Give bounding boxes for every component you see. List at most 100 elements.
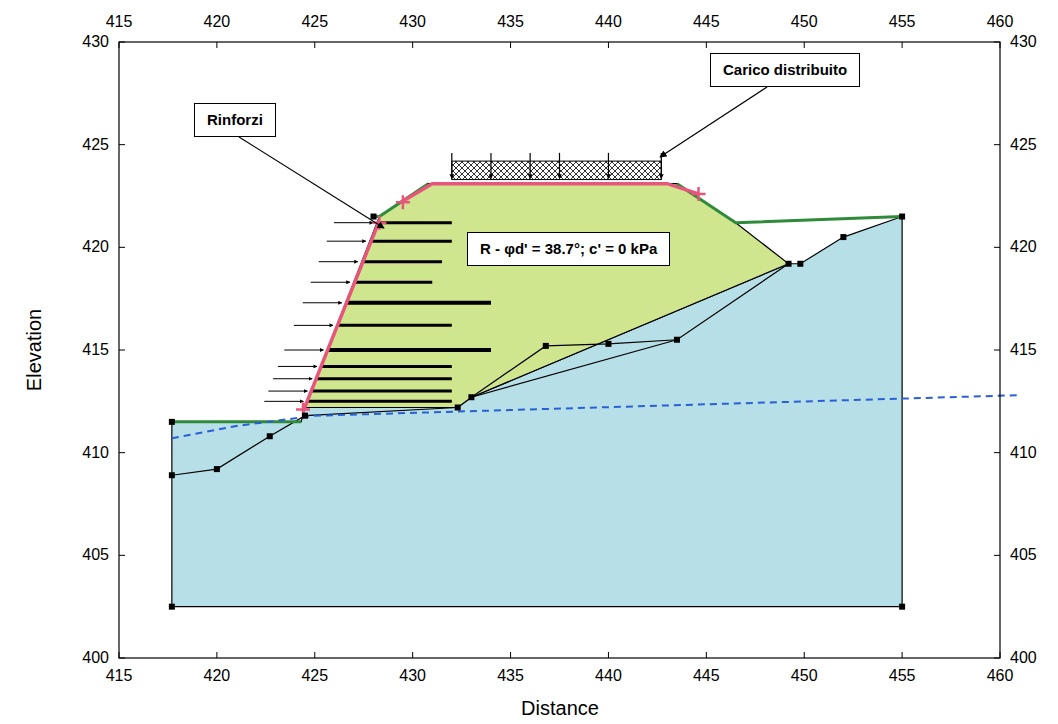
vertex-point [468, 394, 474, 400]
tick-label: 415 [106, 668, 133, 684]
tick [706, 42, 707, 658]
reinforcement [362, 260, 442, 263]
tick-label: 420 [1010, 239, 1037, 255]
face-force-arrow [303, 302, 342, 303]
vertex-point [169, 419, 175, 425]
material-boundary [471, 340, 677, 397]
vertex-point [840, 234, 846, 240]
tick-label: 445 [693, 668, 720, 684]
reinforcement [346, 301, 491, 305]
slip-surface [401, 184, 699, 202]
face-force-arrow [294, 325, 333, 326]
vertex-point [169, 472, 175, 478]
face-force-arrow [278, 366, 317, 367]
tick-label: 420 [82, 239, 109, 255]
face-force-arrow [268, 391, 307, 392]
tick-label: 400 [1010, 650, 1037, 666]
tick [119, 452, 1000, 453]
face-force-arrow [284, 350, 323, 351]
reinforcement [377, 221, 452, 224]
load-hatch [452, 161, 661, 179]
tick-label: 410 [82, 445, 109, 461]
water-table [172, 395, 1020, 438]
tick-label: 440 [595, 668, 622, 684]
tick-label: 460 [987, 668, 1014, 684]
tick [119, 658, 1000, 659]
slip-surface [303, 221, 379, 412]
tick [510, 42, 511, 658]
callout-box: R - φd' = 38.7°; c' = 0 kPa [467, 232, 670, 266]
vertex-point [899, 604, 905, 610]
tick-label: 415 [1010, 342, 1037, 358]
tick-label: 425 [301, 14, 328, 30]
reinforcement [337, 324, 452, 327]
tick-label: 415 [106, 14, 133, 30]
tick-label: 430 [1010, 34, 1037, 50]
vertex-point [302, 413, 308, 419]
axis-title: Distance [521, 698, 599, 718]
tick-label: 455 [889, 14, 916, 30]
leader-arrow [660, 87, 767, 157]
load-arrow [451, 153, 452, 179]
reinforcement [316, 377, 452, 380]
tick-label: 445 [693, 14, 720, 30]
plot-frame [119, 42, 1000, 658]
slip-end-mark [692, 187, 706, 201]
tick-label: 425 [82, 137, 109, 153]
vertex-point [786, 261, 792, 267]
reinforcement [354, 281, 432, 284]
face-force-arrow [319, 261, 358, 262]
tick-label: 440 [595, 14, 622, 30]
callout-box: Rinforzi [194, 103, 276, 137]
callout-box: Carico distribuito [710, 53, 860, 87]
face-force-arrow [273, 378, 312, 379]
tick-label: 410 [1010, 445, 1037, 461]
tick-label: 415 [82, 342, 109, 358]
tick-label: 435 [497, 668, 524, 684]
face-force-arrow [334, 222, 373, 223]
vertex-point [797, 261, 803, 267]
vertex-point [543, 343, 549, 349]
tick-label: 425 [301, 668, 328, 684]
tick-label: 450 [791, 14, 818, 30]
tick [804, 42, 805, 658]
face-force-arrow [311, 282, 350, 283]
vertex-point [899, 214, 905, 220]
tick-label: 450 [791, 668, 818, 684]
callout-text: R - φd' = 38.7°; c' = 0 kPa [480, 240, 657, 258]
tick-label: 420 [204, 668, 231, 684]
vertex-point [169, 604, 175, 610]
vertex-point [674, 337, 680, 343]
tick-label: 430 [399, 14, 426, 30]
load-arrow [559, 153, 560, 179]
face-force-arrow [327, 241, 366, 242]
tick-label: 425 [1010, 137, 1037, 153]
leader-arrow [239, 137, 384, 228]
tick-label: 435 [497, 14, 524, 30]
reinforced-fill [305, 184, 789, 408]
tick-label: 405 [82, 547, 109, 563]
tick-label: 405 [1010, 547, 1037, 563]
reinforcement [321, 365, 452, 368]
tick-label: 420 [204, 14, 231, 30]
material-boundary [172, 407, 458, 475]
load-arrow [608, 153, 609, 179]
reinforcement [370, 240, 452, 243]
vertex-point [371, 214, 377, 220]
tick [314, 42, 315, 658]
tick [119, 555, 1000, 556]
tick [608, 42, 609, 658]
tick [119, 350, 1000, 351]
vertex-point [455, 404, 461, 410]
face-force-arrow [264, 401, 303, 402]
ground-surface [374, 184, 429, 217]
material-boundary [471, 264, 788, 397]
tick [902, 42, 903, 658]
tick-label: 400 [82, 650, 109, 666]
reinforcement [311, 390, 451, 393]
tick-label: 460 [987, 14, 1014, 30]
callout-text: Rinforzi [207, 111, 263, 129]
reinforcement [327, 348, 491, 352]
callout-text: Carico distribuito [723, 61, 847, 79]
